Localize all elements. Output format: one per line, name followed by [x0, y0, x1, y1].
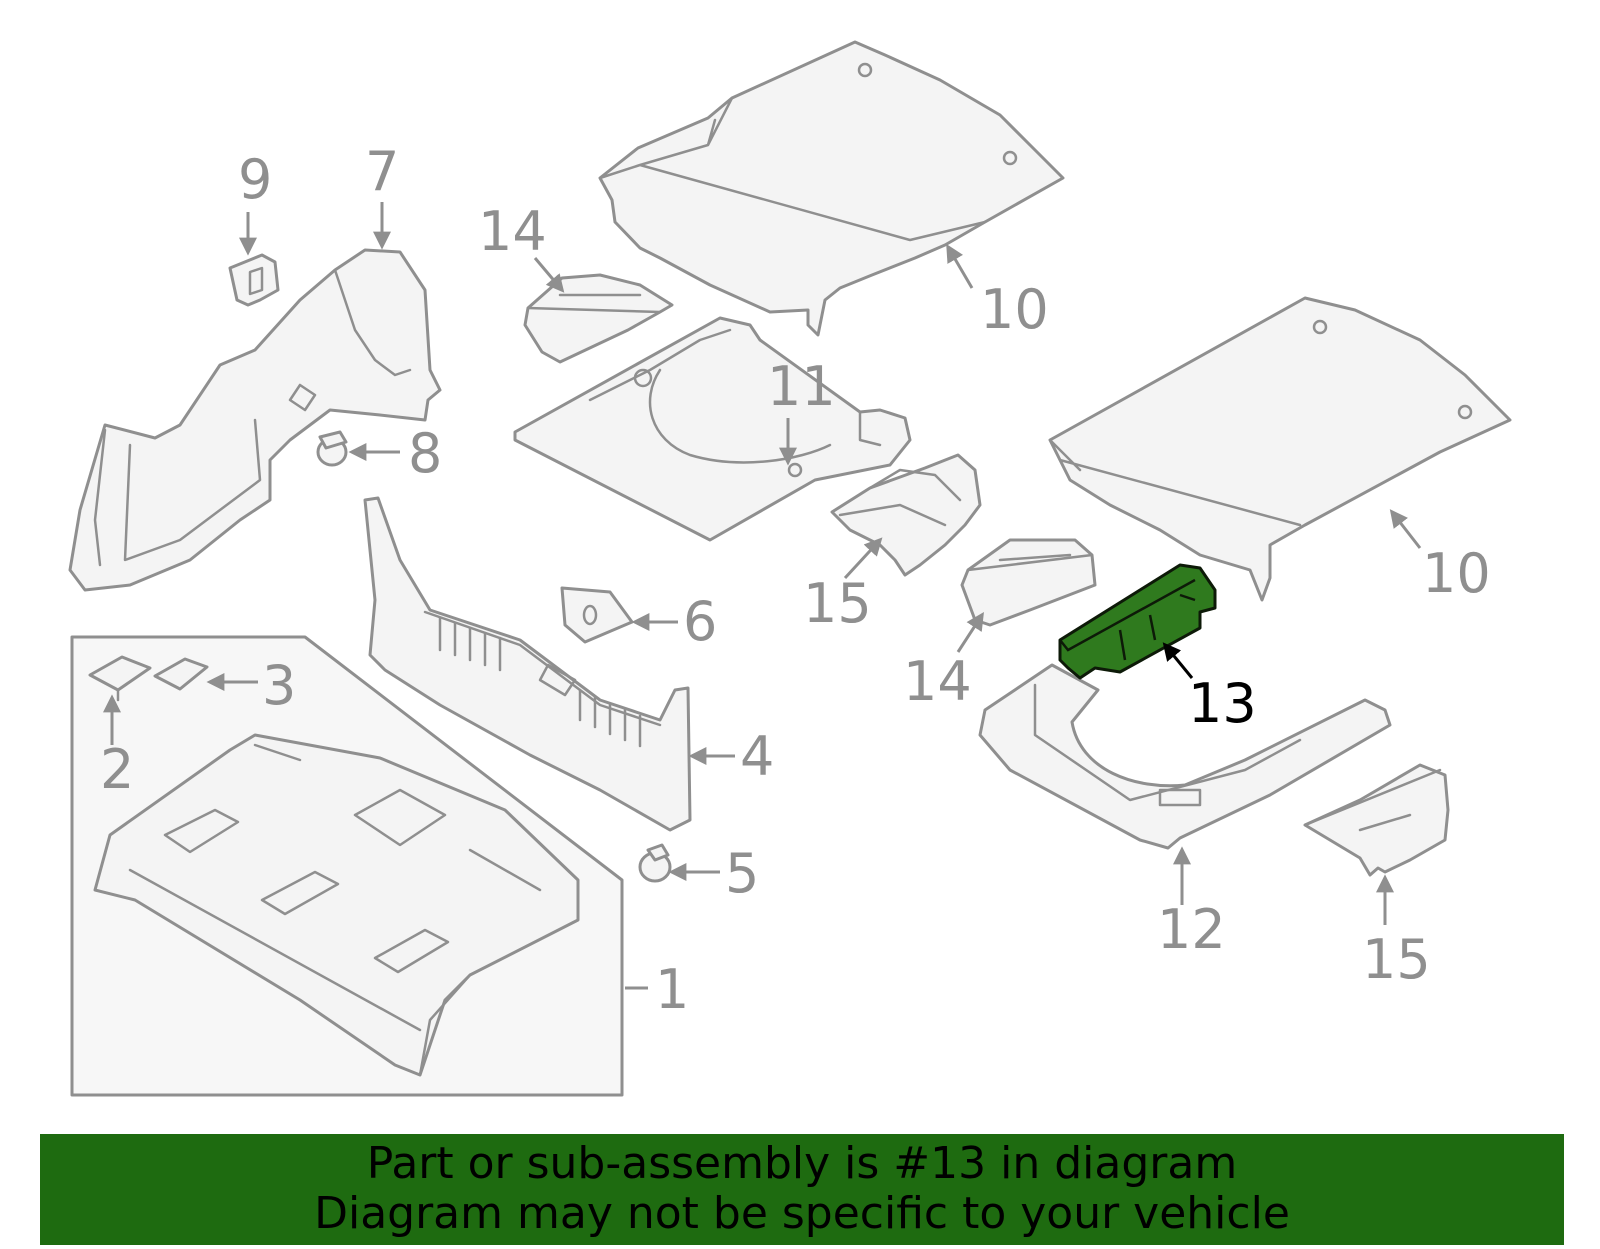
callout-11: 11	[767, 355, 836, 418]
leader-10b	[1389, 509, 1422, 549]
callout-9: 9	[238, 148, 272, 211]
callout-13: 13	[1188, 672, 1257, 735]
part-6-bracket	[560, 586, 634, 644]
part-5-push-clip	[638, 843, 672, 883]
callout-7: 7	[365, 140, 399, 203]
callout-5: 5	[725, 842, 759, 905]
info-banner: Part or sub-assembly is #13 in diagram D…	[40, 1134, 1564, 1245]
callout-8: 8	[408, 422, 442, 485]
leader-lines	[103, 202, 1422, 990]
part-14-bracket-lower	[960, 538, 1097, 627]
leader-14b	[956, 611, 984, 653]
callout-15b: 15	[1362, 928, 1431, 991]
part-11-floor-board	[513, 316, 912, 542]
part-1-package-tray	[93, 733, 580, 1077]
part-12-storage-tray	[978, 663, 1392, 850]
callout-12: 12	[1157, 898, 1226, 961]
banner-line-1: Part or sub-assembly is #13 in diagram	[366, 1138, 1238, 1189]
leader-14a	[533, 257, 565, 293]
part-10-floor-cover-lower	[1048, 296, 1512, 602]
callout-6: 6	[683, 590, 717, 653]
banner-line-2: Diagram may not be specific to your vehi…	[314, 1188, 1290, 1239]
callout-1: 1	[655, 958, 689, 1021]
callout-14b: 14	[903, 650, 972, 713]
leader-13	[1162, 642, 1194, 679]
callout-10a: 10	[980, 278, 1049, 341]
part-15-bracket-center	[830, 453, 982, 577]
part-4-sill-trim	[363, 496, 692, 832]
part-13-highlighted	[1058, 563, 1217, 680]
part-8-clip	[316, 430, 348, 467]
callout-15a: 15	[803, 572, 872, 635]
callout-4: 4	[740, 725, 774, 788]
leader-10a	[946, 243, 974, 289]
part-15-bracket-right	[1303, 763, 1450, 877]
leader-15a	[843, 537, 883, 580]
callout-2: 2	[100, 738, 134, 801]
part-3-clip	[153, 657, 209, 691]
part-9-clip	[228, 253, 280, 307]
callout-14a: 14	[478, 200, 547, 263]
callout-3: 3	[262, 654, 296, 717]
part-10-floor-cover-upper	[598, 40, 1065, 337]
callout-10b: 10	[1422, 542, 1491, 605]
callout-labels: 9 7 8 14 10 11 15 10 14 13 12 15 6 3 2 4…	[100, 140, 1491, 1021]
part-7-side-trim	[68, 248, 442, 592]
part-14-bracket-upper	[523, 273, 674, 364]
